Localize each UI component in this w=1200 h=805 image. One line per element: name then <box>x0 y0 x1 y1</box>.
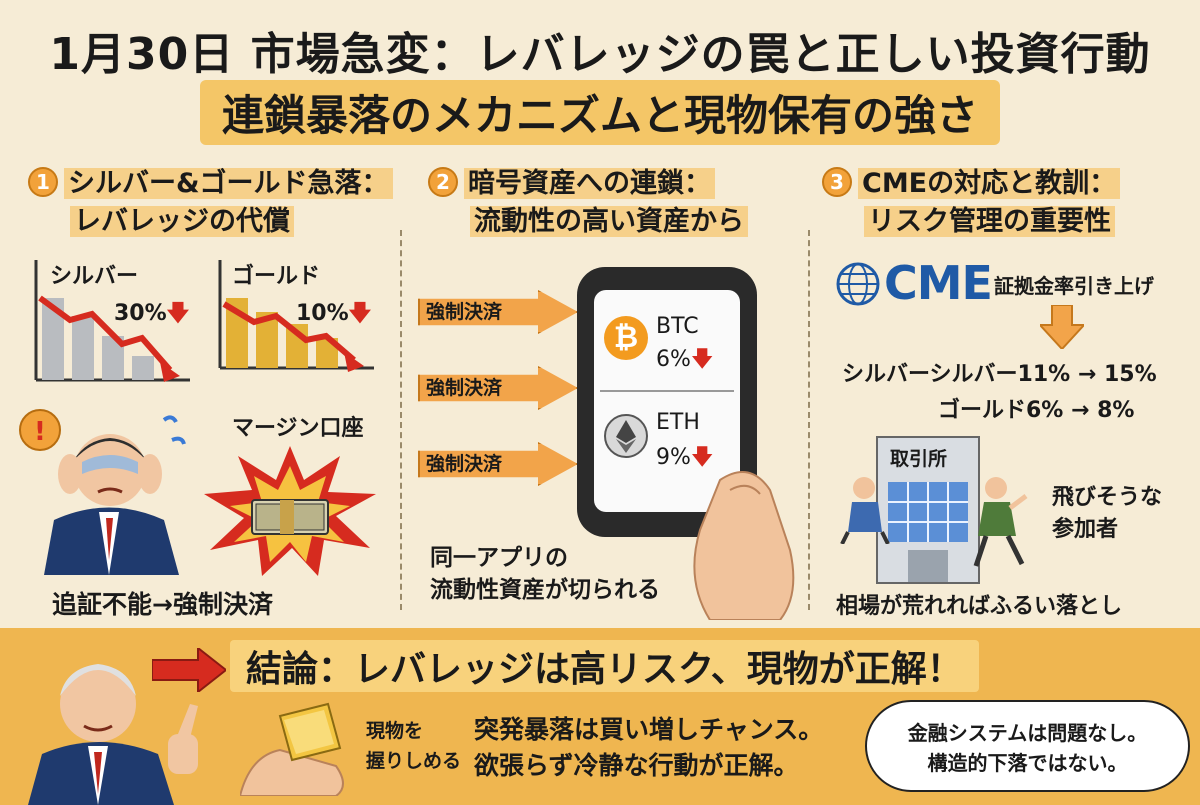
silver-drop: 30%🡇 <box>114 296 189 334</box>
section1-heading-line1: シルバー&ゴールド急落： <box>64 168 393 199</box>
worried-investor-graphic: ! <box>19 409 186 575</box>
down-arrow-icon <box>1037 304 1087 351</box>
section-divider <box>808 230 810 610</box>
forced-liquidation-label: 強制決済 <box>426 301 503 323</box>
ejected-participant-illustration <box>840 474 890 545</box>
gold-margin-rate: ゴールド6% → 8% <box>938 398 1135 423</box>
section3-number: 3 <box>822 167 852 197</box>
gold-chart-graphic <box>218 260 374 372</box>
investor-portrait-illustration <box>18 634 218 805</box>
eth-drop-value: 9% <box>656 445 691 470</box>
down-arrow-icon: 🡇 <box>166 301 190 326</box>
hold-physical-label: 現物を 握りしめる <box>366 716 461 776</box>
margin-explosion-illustration <box>200 444 380 579</box>
section3-heading-line1: CMEの対応と教訓： <box>858 168 1121 199</box>
worried-investor-illustration: ! <box>14 400 204 575</box>
explosion-icon <box>204 446 376 576</box>
gold-drop: 10%🡇 <box>296 296 371 334</box>
hold-physical-line1: 現物を <box>366 720 424 742</box>
gold-label: ゴールド <box>232 264 321 289</box>
hand-holding-phone-illustration <box>690 420 810 621</box>
cme-logo: CME <box>884 256 993 310</box>
btc-drop-value: 6% <box>656 347 691 372</box>
eth-drop: 9%🡇 <box>656 440 714 478</box>
participants-label-line2: 参加者 <box>1052 517 1119 542</box>
gold-bar-in-hand-illustration <box>238 696 350 797</box>
section3-caption: 相場が荒れればふるい落とし <box>836 594 1123 619</box>
section-divider <box>400 230 402 610</box>
section1-heading-line2: レバレッジの代償 <box>70 206 294 237</box>
hold-physical-line2: 握りしめる <box>366 750 462 772</box>
exchange-building <box>876 436 980 584</box>
speech-bubble-line1: 金融システムは問題なし。 <box>907 721 1148 745</box>
section2-caption-line2: 流動性資産が切られる <box>430 577 660 603</box>
section2-heading-line2: 流動性の高い資産から <box>470 206 748 237</box>
conclusion-advice-line2: 欲張らず冷静な行動が正解。 <box>474 751 799 780</box>
section1-number: 1 <box>28 167 58 197</box>
down-arrow-icon: 🡇 <box>690 445 714 470</box>
section2-caption: 同一アプリの 流動性資産が切られる <box>430 542 660 606</box>
section2-heading-line1: 暗号資産への連鎖： <box>464 168 715 199</box>
section3-heading-line2: リスク管理の重要性 <box>864 206 1115 237</box>
gold-drop-value: 10% <box>296 301 349 326</box>
conclusion-advice: 突発暴落は買い増しチャンス。 欲張らず冷静な行動が正解。 <box>474 712 823 784</box>
btc-drop: 6%🡇 <box>656 342 714 380</box>
globe-icon <box>836 262 880 306</box>
red-arrow-icon <box>151 645 228 695</box>
forced-liquidation-label: 強制決済 <box>426 453 503 475</box>
conclusion-advice-line1: 突発暴落は買い増しチャンス。 <box>474 715 824 744</box>
forced-liquidation-label: 強制決済 <box>426 377 503 399</box>
conclusion-headline: 結論：レバレッジは高リスク、現物が正解！ <box>230 640 979 692</box>
btc-label: BTC <box>656 314 699 339</box>
section1-caption: 追証不能→強制決済 <box>52 590 273 619</box>
silver-chart <box>30 258 200 388</box>
ethereum-icon <box>604 414 648 458</box>
ejected-participant-illustration <box>972 474 1028 570</box>
section2-number: 2 <box>428 167 458 197</box>
speech-bubble-line2: 構造的下落ではない。 <box>927 751 1128 775</box>
participants-label: 飛びそうな 参加者 <box>1052 482 1162 546</box>
down-arrow-icon: 🡇 <box>690 347 714 372</box>
gold-chart <box>214 258 384 388</box>
participants-label-line1: 飛びそうな <box>1052 485 1163 510</box>
silver-label: シルバー <box>50 264 139 289</box>
section2-caption-line1: 同一アプリの <box>430 545 568 571</box>
page-subtitle-wrap: 連鎖暴落のメカニズムと現物保有の強さ <box>0 80 1200 145</box>
margin-account-label: マージン口座 <box>232 416 364 441</box>
silver-margin-rate: シルバーシルバー11% → 15% <box>842 362 1157 387</box>
eth-label: ETH <box>656 410 700 435</box>
silver-drop-value: 30% <box>114 301 167 326</box>
silver-chart-graphic <box>34 260 190 382</box>
margin-hike-label: 証拠金率引き上げ <box>994 274 1154 298</box>
page-subtitle: 連鎖暴落のメカニズムと現物保有の強さ <box>199 80 1000 145</box>
page-title: 1月30日 市場急変：レバレッジの罠と正しい投資行動 <box>49 29 1151 80</box>
bitcoin-icon: ₿ <box>604 316 648 360</box>
svg-text:!: ! <box>34 417 46 447</box>
speech-bubble: 金融システムは問題なし。 構造的下落ではない。 <box>865 700 1190 792</box>
exchange-label: 取引所 <box>890 448 948 470</box>
screen-separator <box>600 390 734 392</box>
down-arrow-icon: 🡇 <box>348 301 372 326</box>
